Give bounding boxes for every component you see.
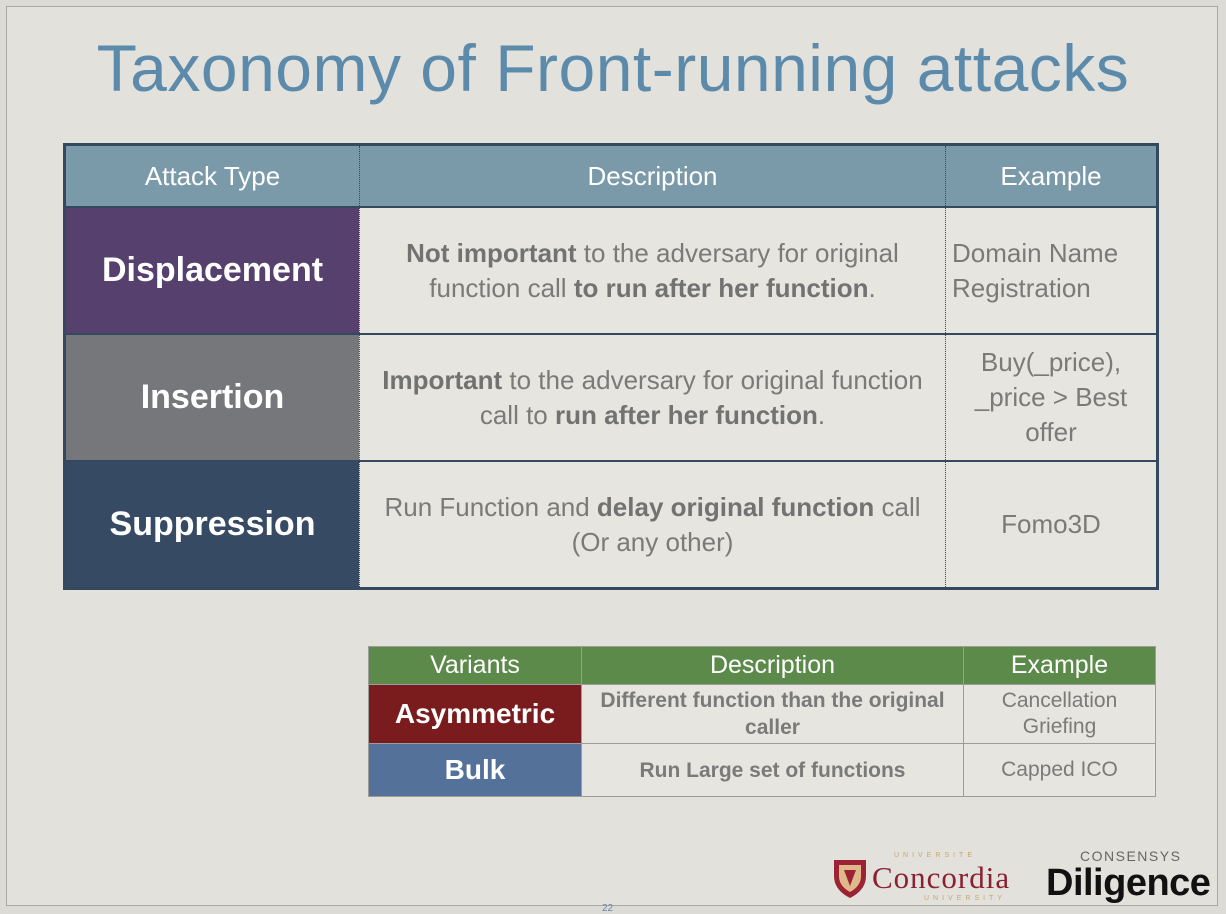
variants-row-bulk: Bulk Run Large set of functions Capped I… (369, 743, 1155, 796)
page-number: 22 (602, 903, 614, 914)
variant-description-cell: Run Large set of functions (581, 744, 963, 796)
consensys-text: CONSENSYS (1080, 848, 1182, 864)
concordia-bottom-text: UNIVERSITY (924, 895, 1007, 902)
desc-bold: to run after her function (573, 272, 869, 303)
description-cell: Important to the adversary for original … (359, 335, 945, 460)
variant-type-cell: Asymmetric (369, 685, 581, 743)
header-example: Example (945, 146, 1156, 206)
desc-text: Run Function and (384, 491, 597, 522)
desc-bold: Important (382, 364, 503, 395)
variants-header-row: Variants Description Example (369, 647, 1155, 684)
desc-bold: run after her function (555, 399, 818, 430)
header-variants: Variants (430, 651, 520, 679)
diligence-text: Diligence (1046, 862, 1211, 904)
header-example: Example (963, 647, 1155, 684)
concordia-top-text: UNIVERSITE (894, 852, 977, 859)
variant-example-cell: Cancellation Griefing (963, 685, 1155, 743)
attack-type-cell: Suppression (66, 462, 359, 587)
diligence-logo: CONSENSYS Diligence (1046, 848, 1211, 904)
example-cell: Fomo3D (945, 462, 1156, 587)
variants-table: Variants Description Example Asymmetric … (368, 646, 1156, 797)
variant-example-cell: Capped ICO (963, 744, 1155, 796)
attack-type-cell: Insertion (66, 335, 359, 460)
concordia-logo: UNIVERSITE Concordia UNIVERSITY (832, 852, 1032, 906)
desc-text: . (817, 399, 826, 430)
variant-type-cell: Bulk (369, 744, 581, 796)
concordia-name: Concordia (872, 860, 1011, 895)
slide-title: Taxonomy of Front-running attacks (96, 31, 1130, 105)
desc-text: to the adversary for original function c… (479, 364, 923, 430)
desc-text: to the adversary for original function c… (429, 237, 899, 303)
description-cell: Not important to the adversary for origi… (359, 208, 945, 333)
table-row-displacement: Displacement Not important to the advers… (66, 206, 1156, 333)
concordia-shield-icon (834, 860, 866, 898)
header-description: Description (581, 647, 963, 684)
desc-bold: Not important (406, 237, 577, 268)
table-row-insertion: Insertion Important to the adversary for… (66, 333, 1156, 460)
desc-text: call (Or any other) (571, 491, 921, 557)
table-header-row: Attack Type Description Example (66, 146, 1156, 206)
description-cell: Run Function and delay original function… (359, 462, 945, 587)
example-cell: Buy(_price), _price > Best offer (945, 335, 1156, 460)
variant-description-cell: Different function than the original cal… (581, 685, 963, 743)
taxonomy-table: Attack Type Description Example Displace… (63, 143, 1159, 590)
header-description: Description (359, 146, 945, 206)
attack-type-cell: Displacement (66, 208, 359, 333)
table-row-suppression: Suppression Run Function and delay origi… (66, 460, 1156, 587)
desc-bold: delay original function (596, 491, 875, 522)
variants-row-asymmetric: Asymmetric Different function than the o… (369, 684, 1155, 743)
desc-text: . (868, 272, 876, 303)
example-cell: Domain Name Registration (945, 208, 1156, 333)
header-attack-type: Attack Type (144, 160, 281, 191)
